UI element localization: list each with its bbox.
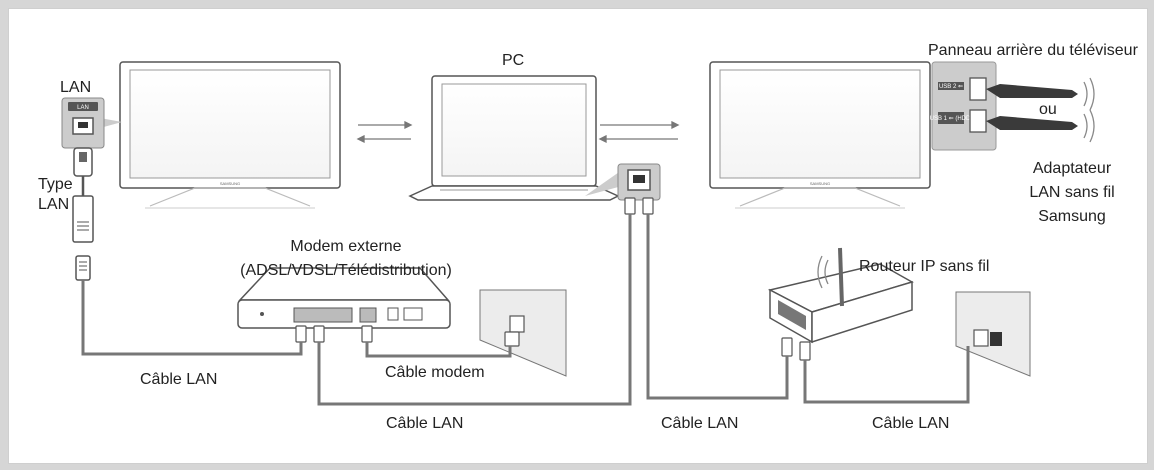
port-lan-label: LAN (77, 105, 89, 111)
pc-laptop (408, 75, 620, 201)
type-lan-label-1: Type (38, 176, 73, 193)
tv-left-brand: SAMSUNG (220, 181, 240, 186)
lan-plug-left (72, 147, 94, 281)
cable-lan-middle-label: Câble LAN (386, 415, 464, 432)
wireless-router (767, 247, 914, 361)
lan-port-callout: LAN (61, 97, 122, 149)
adapter-label-3: Samsung (1038, 208, 1106, 225)
wifi-dongle-top (986, 77, 1095, 111)
cable-lan-left-label: Câble LAN (140, 371, 218, 388)
arrows-left (356, 120, 413, 144)
pc-label: PC (502, 52, 525, 69)
lan-label: LAN (60, 79, 92, 96)
cable-lan-router-wall (803, 346, 970, 404)
router-label: Routeur IP sans fil (859, 258, 990, 275)
cable-lan-left (81, 280, 303, 356)
modem-label-1: Modem externe (290, 238, 402, 255)
adapter-label-1: Adaptateur (1032, 160, 1112, 177)
external-modem (237, 267, 451, 343)
tv-right: SAMSUNG (709, 61, 931, 209)
usb-port-2-label: USB 2 ⇐ (939, 84, 963, 90)
wall-socket-left (479, 289, 567, 377)
modem-label-2: (ADSL/VDSL/Télédistribution) (240, 262, 452, 279)
wifi-dongle-bottom (986, 109, 1095, 143)
tv-rear-panel-label: Panneau arrière du téléviseur (928, 42, 1138, 59)
tv-left: SAMSUNG (119, 61, 341, 209)
cable-modem (365, 342, 512, 358)
cable-lan-pc-router-label: Câble LAN (661, 415, 739, 432)
cable-lan-router-wall-label: Câble LAN (872, 415, 950, 432)
tv-right-brand: SAMSUNG (810, 181, 830, 186)
cables (81, 214, 970, 406)
tv-rear-panel: USB 2 ⇐ USB 1 ⇐ (HDD) (930, 61, 997, 151)
adapter-label-2: LAN sans fil (1029, 184, 1115, 201)
usb-port-1-label: USB 1 ⇐ (HDD) (930, 116, 973, 122)
type-lan-label-2: LAN (38, 196, 70, 213)
cable-lan-pc-router (646, 214, 789, 400)
wall-socket-right (955, 291, 1031, 377)
ou-label: ou (1039, 101, 1057, 118)
cable-modem-label: Câble modem (385, 364, 485, 381)
cable-lan-middle (317, 214, 632, 406)
arrows-right (598, 120, 680, 144)
pc-lan-callout (585, 163, 661, 215)
